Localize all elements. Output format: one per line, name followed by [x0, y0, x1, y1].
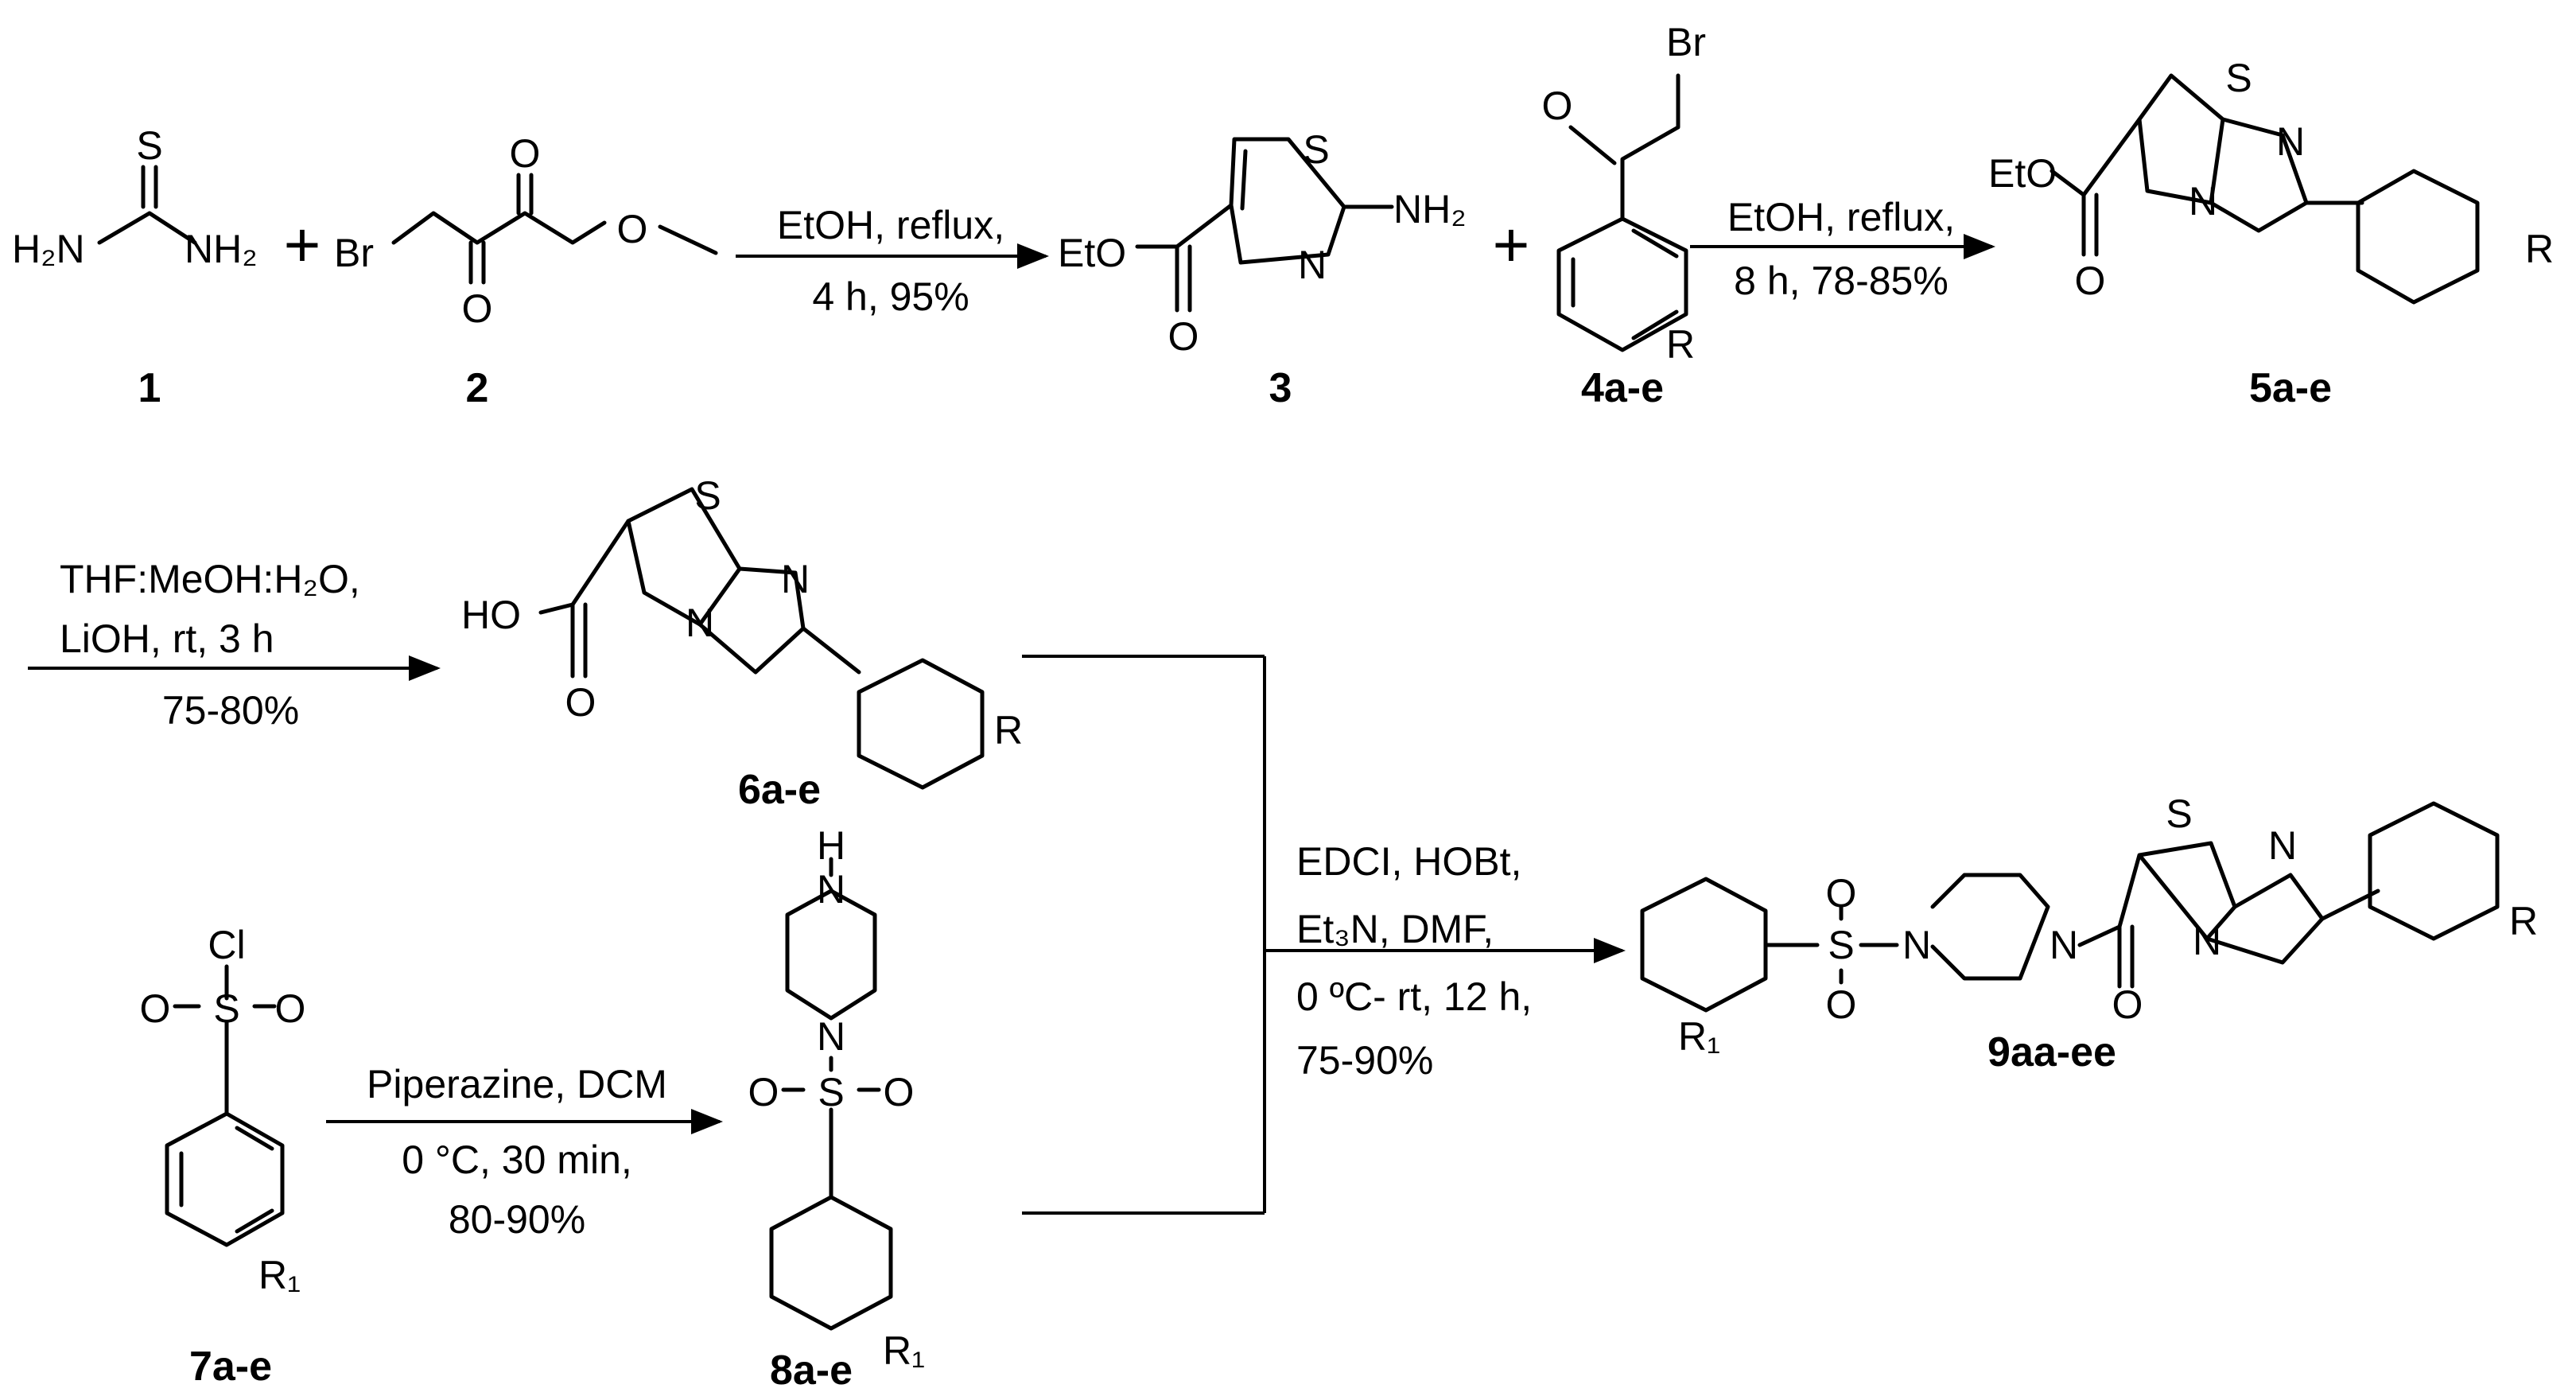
- step1-conditions-line1: EtOH, reflux,: [777, 203, 1004, 247]
- label-compound-5: 5a-e: [2249, 365, 2332, 411]
- convergence-bracket: [1022, 655, 1626, 1215]
- label-compound-6: 6a-e: [738, 767, 821, 813]
- atom-n-imidazole: N: [2268, 823, 2297, 868]
- atom-o-keto: O: [462, 286, 493, 331]
- atom-h2n: H₂N: [12, 227, 85, 271]
- atom-s: S: [213, 986, 239, 1031]
- atom-o: O: [565, 680, 596, 725]
- reaction-arrow-step-1: EtOH, reflux, 4 h, 95%: [736, 203, 1049, 319]
- atom-cl: Cl: [208, 923, 245, 967]
- atom-nh2: NH₂: [185, 227, 258, 271]
- atom-eto: EtO: [1058, 231, 1126, 275]
- atom-h: H: [817, 823, 845, 868]
- atom-nh: N: [817, 867, 845, 912]
- compound-7-sulfonyl-chloride: Cl S O O R₁ 7a-e: [140, 923, 306, 1390]
- atom-n-bridge: N: [2189, 179, 2217, 224]
- atom-o-right: O: [884, 1070, 915, 1114]
- atom-br: Br: [1666, 20, 1706, 64]
- atom-s: S: [2225, 56, 2252, 100]
- atom-n-bridge: N: [2193, 919, 2221, 963]
- compound-6-carboxylic-acid: S N N HO O R 6a-e: [461, 473, 1023, 813]
- reaction-step-5-conditions: EDCI, HOBt, Et₃N, DMF, 0 ºC- rt, 12 h, 7…: [1296, 839, 1532, 1083]
- atom-n: N: [1298, 243, 1327, 287]
- compound-8-sulfonyl-piperazine: H N N S O O R₁ 8a-e: [748, 823, 925, 1394]
- atom-n: N: [781, 557, 810, 601]
- atom-o-left: O: [748, 1070, 779, 1114]
- atom-br: Br: [334, 231, 374, 275]
- atom-ho: HO: [461, 593, 521, 637]
- label-compound-8: 8a-e: [770, 1348, 853, 1394]
- atom-s-sulfonyl: S: [1828, 923, 1854, 967]
- atom-s: S: [818, 1070, 844, 1114]
- compound-4-phenacyl-bromide: Br O R 4a-e: [1542, 20, 1706, 411]
- step3-conditions-line3: 75-80%: [162, 688, 299, 733]
- atom-n-piperazine-right: N: [2050, 923, 2078, 967]
- atom-r1: R₁: [258, 1253, 301, 1297]
- atom-o: O: [1542, 84, 1573, 128]
- step5-conditions-line3: 0 ºC- rt, 12 h,: [1296, 974, 1532, 1019]
- atom-r: R: [2525, 227, 2554, 271]
- atom-o-carbonyl: O: [510, 131, 541, 176]
- atom-r: R: [2509, 899, 2538, 943]
- label-compound-9: 9aa-ee: [1987, 1029, 2116, 1075]
- compound-3-aminothiazole-ester: S N NH₂ EtO O 3: [1058, 127, 1467, 411]
- step1-conditions-line2: 4 h, 95%: [812, 274, 969, 319]
- atom-o: O: [1168, 314, 1199, 359]
- atom-r1: R₁: [1678, 1014, 1720, 1059]
- plus-sign-2: +: [1493, 209, 1530, 280]
- step2-conditions-line1: EtOH, reflux,: [1727, 195, 1955, 239]
- atom-r1: R₁: [883, 1328, 925, 1373]
- atom-n-piperazine-left: N: [1902, 923, 1931, 967]
- step4-conditions-line1: Piperazine, DCM: [367, 1062, 667, 1106]
- atom-r: R: [994, 708, 1023, 752]
- step4-conditions-line3: 80-90%: [449, 1197, 585, 1242]
- atom-eto: EtO: [1988, 151, 2057, 196]
- label-compound-4: 4a-e: [1581, 365, 1664, 411]
- step5-conditions-line2: Et₃N, DMF,: [1296, 907, 1494, 951]
- atom-n: N: [817, 1014, 845, 1059]
- step3-conditions-line1: THF:MeOH:H₂O,: [60, 557, 360, 601]
- atom-o: O: [2075, 259, 2106, 303]
- atom-o-bottom: O: [1826, 982, 1857, 1027]
- atom-o-top: O: [1826, 871, 1857, 916]
- reaction-arrow-step-4: Piperazine, DCM 0 °C, 30 min, 80-90%: [326, 1062, 723, 1242]
- atom-nh2: NH₂: [1393, 187, 1467, 231]
- atom-o-ester: O: [617, 207, 648, 251]
- compound-1-thiourea: S H₂N NH₂ 1: [12, 123, 258, 411]
- atom-n: N: [2276, 119, 2305, 164]
- label-compound-3: 3: [1269, 365, 1292, 411]
- step2-conditions-line2: 8 h, 78-85%: [1734, 259, 1949, 303]
- atom-n-bridge: N: [686, 601, 714, 645]
- step4-conditions-line2: 0 °C, 30 min,: [402, 1138, 632, 1182]
- atom-r: R: [1666, 322, 1695, 367]
- atom-s-thiazole: S: [2166, 791, 2192, 836]
- atom-s: S: [694, 473, 721, 518]
- atom-s: S: [1303, 127, 1329, 172]
- atom-o-amide: O: [2112, 982, 2143, 1027]
- atom-o-right: O: [275, 986, 306, 1031]
- reaction-arrow-step-2: EtOH, reflux, 8 h, 78-85%: [1690, 195, 1995, 303]
- compound-5-imidazothiazole-ester: S N N EtO O R 5a-e: [1988, 56, 2554, 411]
- step5-conditions-line4: 75-90%: [1296, 1038, 1433, 1083]
- reaction-arrow-step-3: THF:MeOH:H₂O, LiOH, rt, 3 h 75-80%: [28, 557, 441, 733]
- step5-conditions-line1: EDCI, HOBt,: [1296, 839, 1521, 884]
- atom-o-left: O: [140, 986, 171, 1031]
- label-compound-7: 7a-e: [189, 1344, 272, 1390]
- step3-conditions-line2: LiOH, rt, 3 h: [60, 616, 274, 661]
- atom-s: S: [136, 123, 162, 168]
- compound-2-ethyl-bromopyruvate: Br O O O 2: [334, 131, 718, 411]
- label-compound-2: 2: [466, 365, 489, 411]
- compound-9-final-product: O S O N N O S N N R R₁ 9aa-ee: [1640, 791, 2538, 1075]
- plus-sign-1: +: [284, 209, 321, 280]
- label-compound-1: 1: [138, 365, 161, 411]
